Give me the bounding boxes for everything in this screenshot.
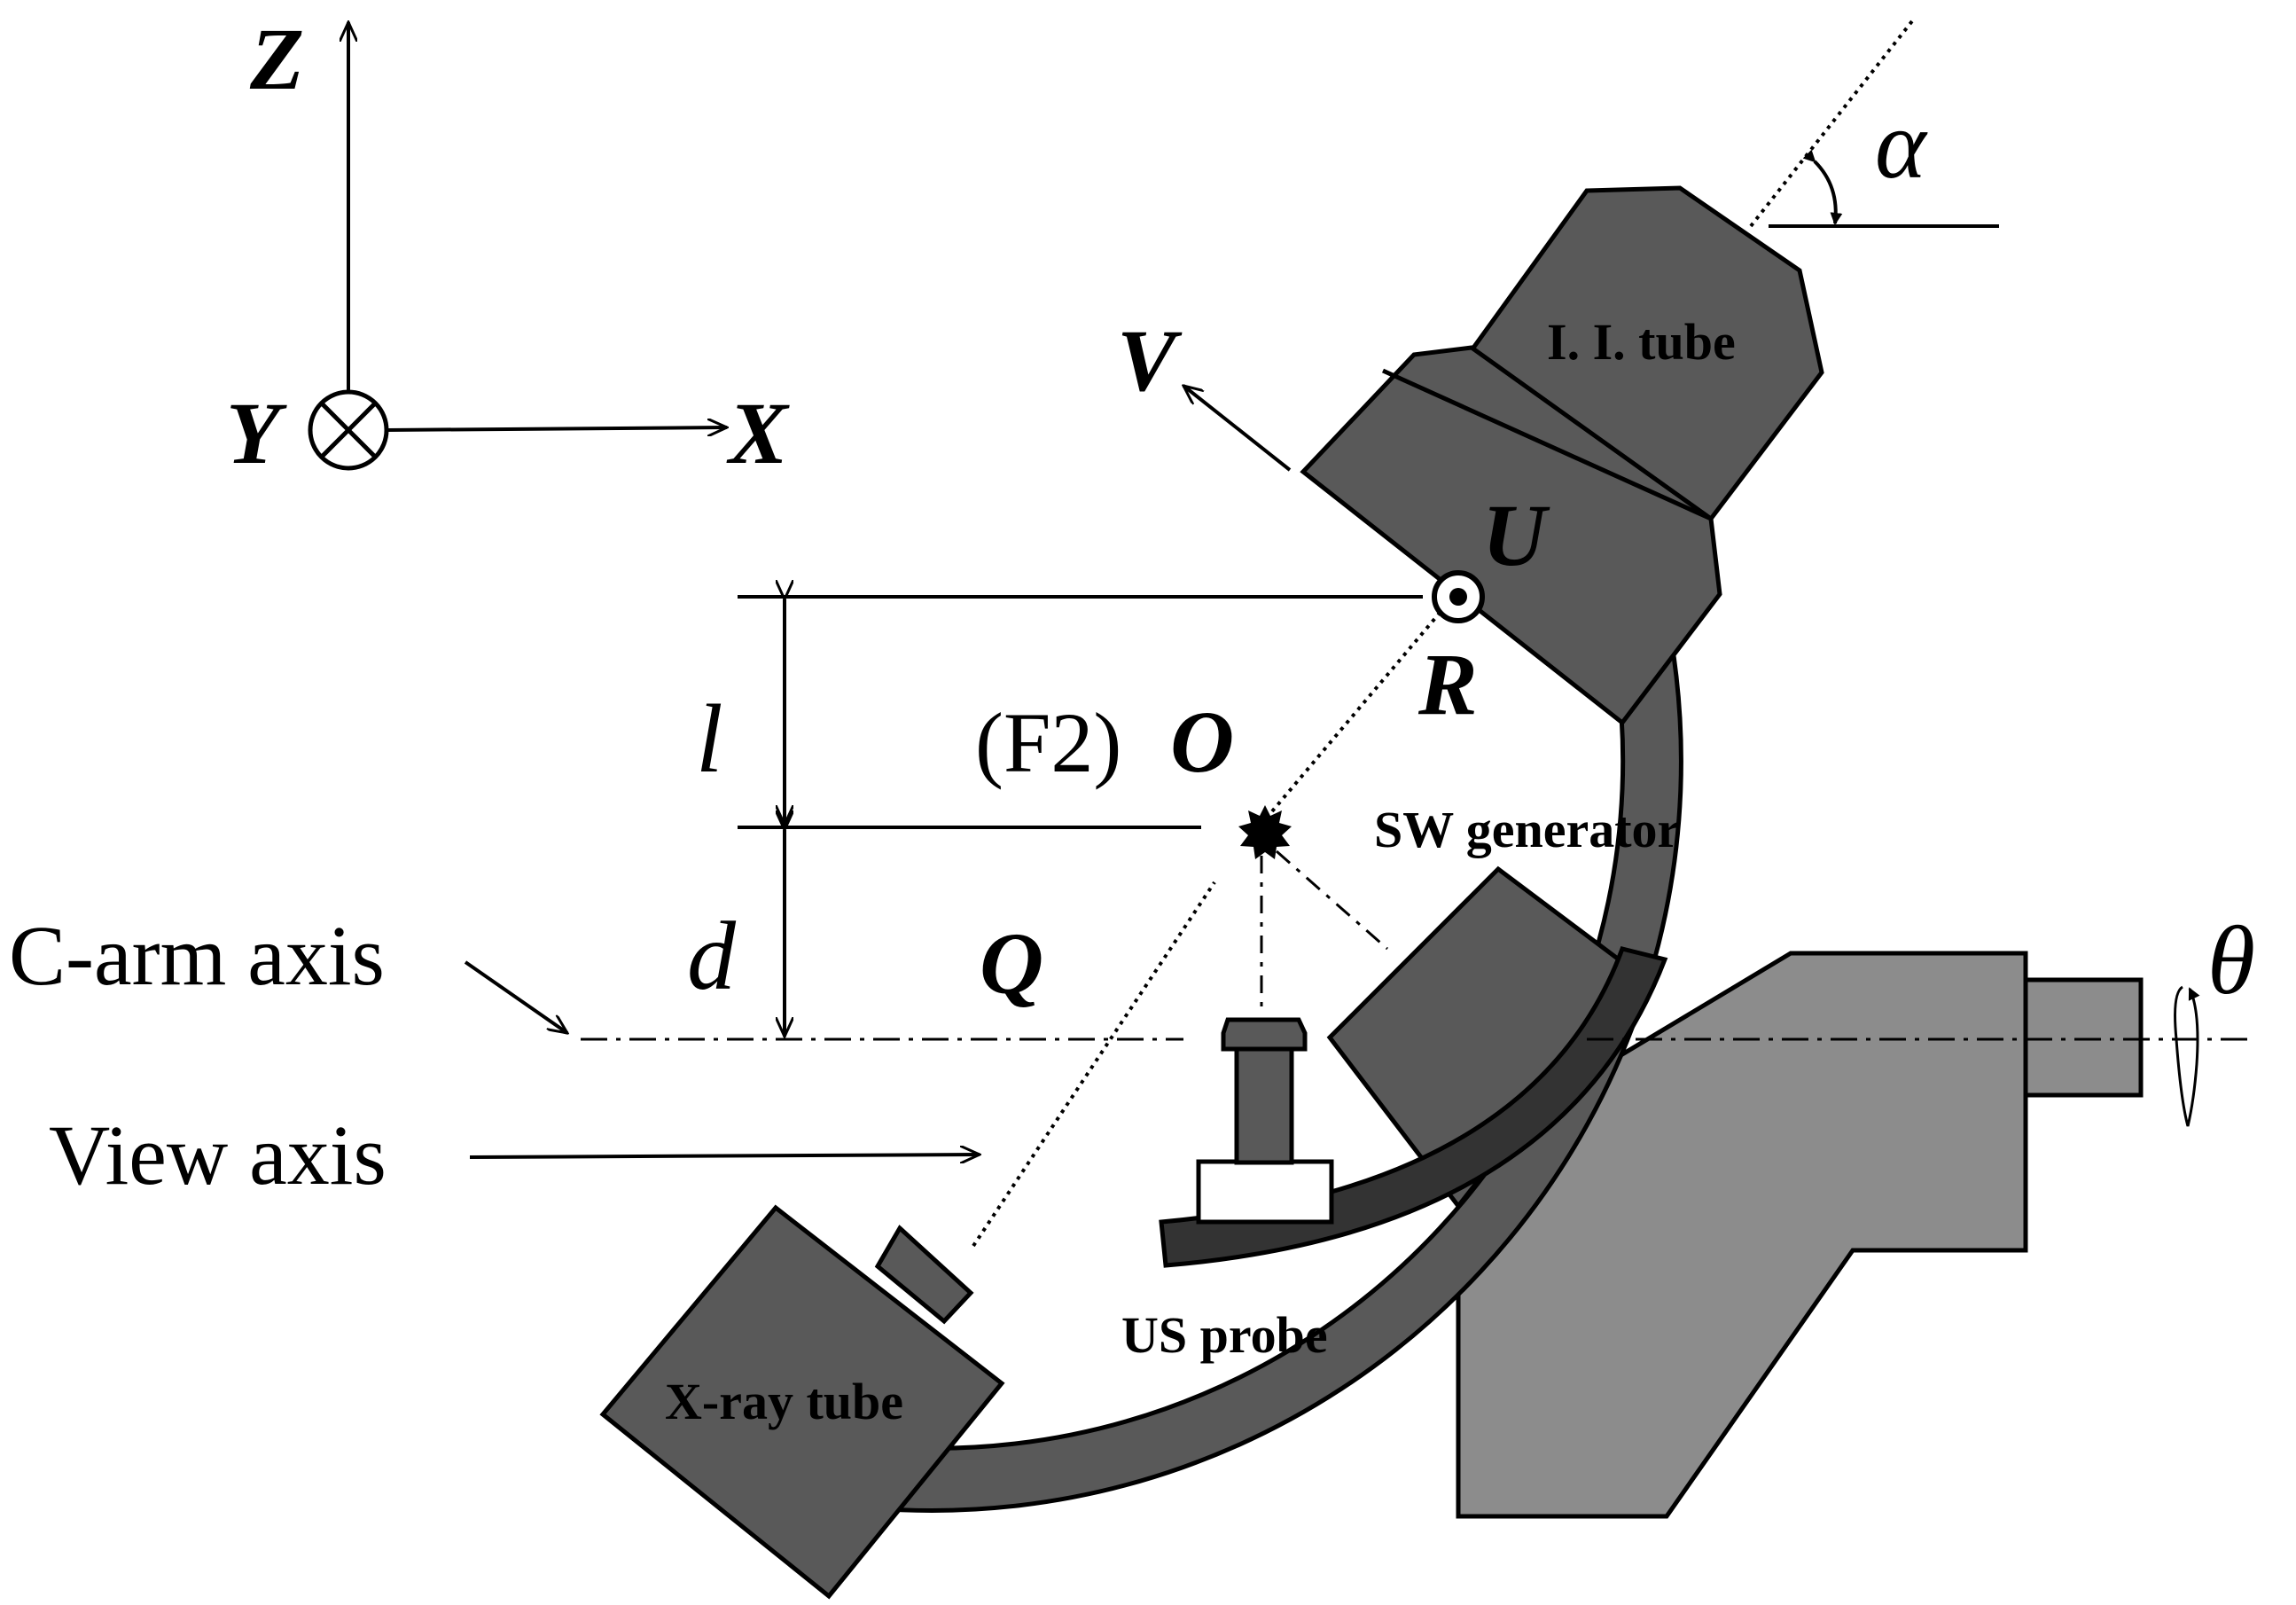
us-probe-label: US probe: [1121, 1306, 1328, 1364]
sw-generator-label: SW generator: [1374, 801, 1680, 858]
us-probe-base: [1196, 1159, 1334, 1225]
ii-tube-collar: [1300, 345, 1722, 726]
d-dimension-label: d: [687, 902, 737, 1010]
focus-point-o: [1238, 805, 1292, 859]
u-point-label: U: [1482, 486, 1550, 584]
v-vector-label: V: [1117, 311, 1183, 410]
l-dimension-label: l: [696, 685, 723, 793]
alpha-angle-arc: [1802, 149, 1843, 225]
point-r-marker: [1432, 570, 1485, 623]
q-point-label: Q: [980, 914, 1043, 1013]
view-axis-label: View axis: [49, 1108, 387, 1202]
sw-generator-body: [1326, 865, 1644, 1210]
c-arm-axis-label: C-arm axis: [9, 908, 385, 1003]
c-arm-axis-pointer: [464, 960, 567, 1033]
x-axis-arrow: [387, 427, 727, 430]
xray-tube-label: X-ray tube: [665, 1373, 903, 1430]
us-probe-head: [1221, 1017, 1308, 1052]
y-axis-label: Y: [226, 384, 287, 482]
f2-label: (F2): [975, 695, 1121, 790]
us-probe-shaft: [1234, 1046, 1294, 1165]
ii-tube-label: I. I. tube: [1547, 313, 1736, 371]
theta-label: θ: [2207, 906, 2255, 1014]
view-axis-line: [972, 881, 1216, 1248]
rotation-hub: [2023, 977, 2144, 1098]
sw-generator-reflector: [1159, 946, 1668, 1268]
o-point-label: O: [1170, 693, 1234, 791]
alpha-label: α: [1875, 90, 1928, 199]
y-axis-into-page: [308, 389, 389, 471]
xray-tube-body: [599, 1204, 1005, 1600]
v-vector-arrow: [1183, 386, 1292, 472]
xray-tube-nozzle: [874, 1225, 974, 1325]
x-axis-label: X: [726, 384, 790, 482]
theta-rotation-arc: [2174, 985, 2200, 1127]
view-axis-pointer: [469, 1155, 980, 1157]
z-axis-label: Z: [249, 10, 304, 108]
r-point-label: R: [1417, 635, 1478, 733]
